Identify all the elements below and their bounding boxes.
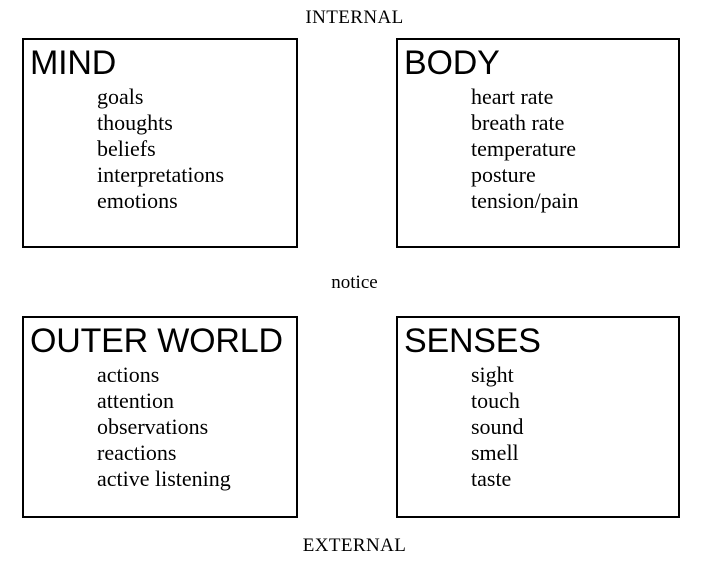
list-item: interpretations <box>97 162 225 187</box>
list-item: emotions <box>97 188 178 213</box>
quadrant-title-mind: MIND <box>30 44 117 82</box>
list-item: goals <box>97 84 144 109</box>
quadrant-mind: MIND goals thoughts beliefs interpretati… <box>22 38 298 248</box>
list-item: reactions <box>97 440 177 465</box>
list-item: temperature <box>471 136 577 161</box>
list-item: sound <box>471 414 524 439</box>
list-item: sight <box>471 362 514 387</box>
pole-label-internal: INTERNAL <box>305 7 404 28</box>
list-item: observations <box>97 414 209 439</box>
middle-label-notice: notice <box>331 272 378 293</box>
list-item: breath rate <box>471 110 565 135</box>
list-item: heart rate <box>471 84 554 109</box>
list-item: posture <box>471 162 536 187</box>
list-item: smell <box>471 440 519 465</box>
quadrant-list-mind: goals thoughts beliefs interpretations e… <box>24 84 296 214</box>
quadrant-title-senses: SENSES <box>404 322 541 360</box>
quadrant-outer-world: OUTER WORLD actions attention observatio… <box>22 316 298 518</box>
pole-label-external: EXTERNAL <box>302 535 407 556</box>
list-item: touch <box>471 388 520 413</box>
list-item: actions <box>97 362 160 387</box>
list-item: attention <box>97 388 174 413</box>
list-item: tension/pain <box>471 188 579 213</box>
quadrant-list-body: heart rate breath rate temperature postu… <box>398 84 678 214</box>
list-item: beliefs <box>97 136 156 161</box>
quadrant-senses: SENSES sight touch sound smell taste <box>396 316 680 518</box>
quadrant-title-body: BODY <box>404 44 500 82</box>
list-item: thoughts <box>97 110 173 135</box>
quadrant-body: BODY heart rate breath rate temperature … <box>396 38 680 248</box>
list-item: active listening <box>97 466 231 491</box>
quadrant-list-outer-world: actions attention observations reactions… <box>24 362 296 492</box>
list-item: taste <box>471 466 512 491</box>
quadrant-title-outer-world: OUTER WORLD <box>30 322 283 360</box>
quadrant-list-senses: sight touch sound smell taste <box>398 362 678 492</box>
